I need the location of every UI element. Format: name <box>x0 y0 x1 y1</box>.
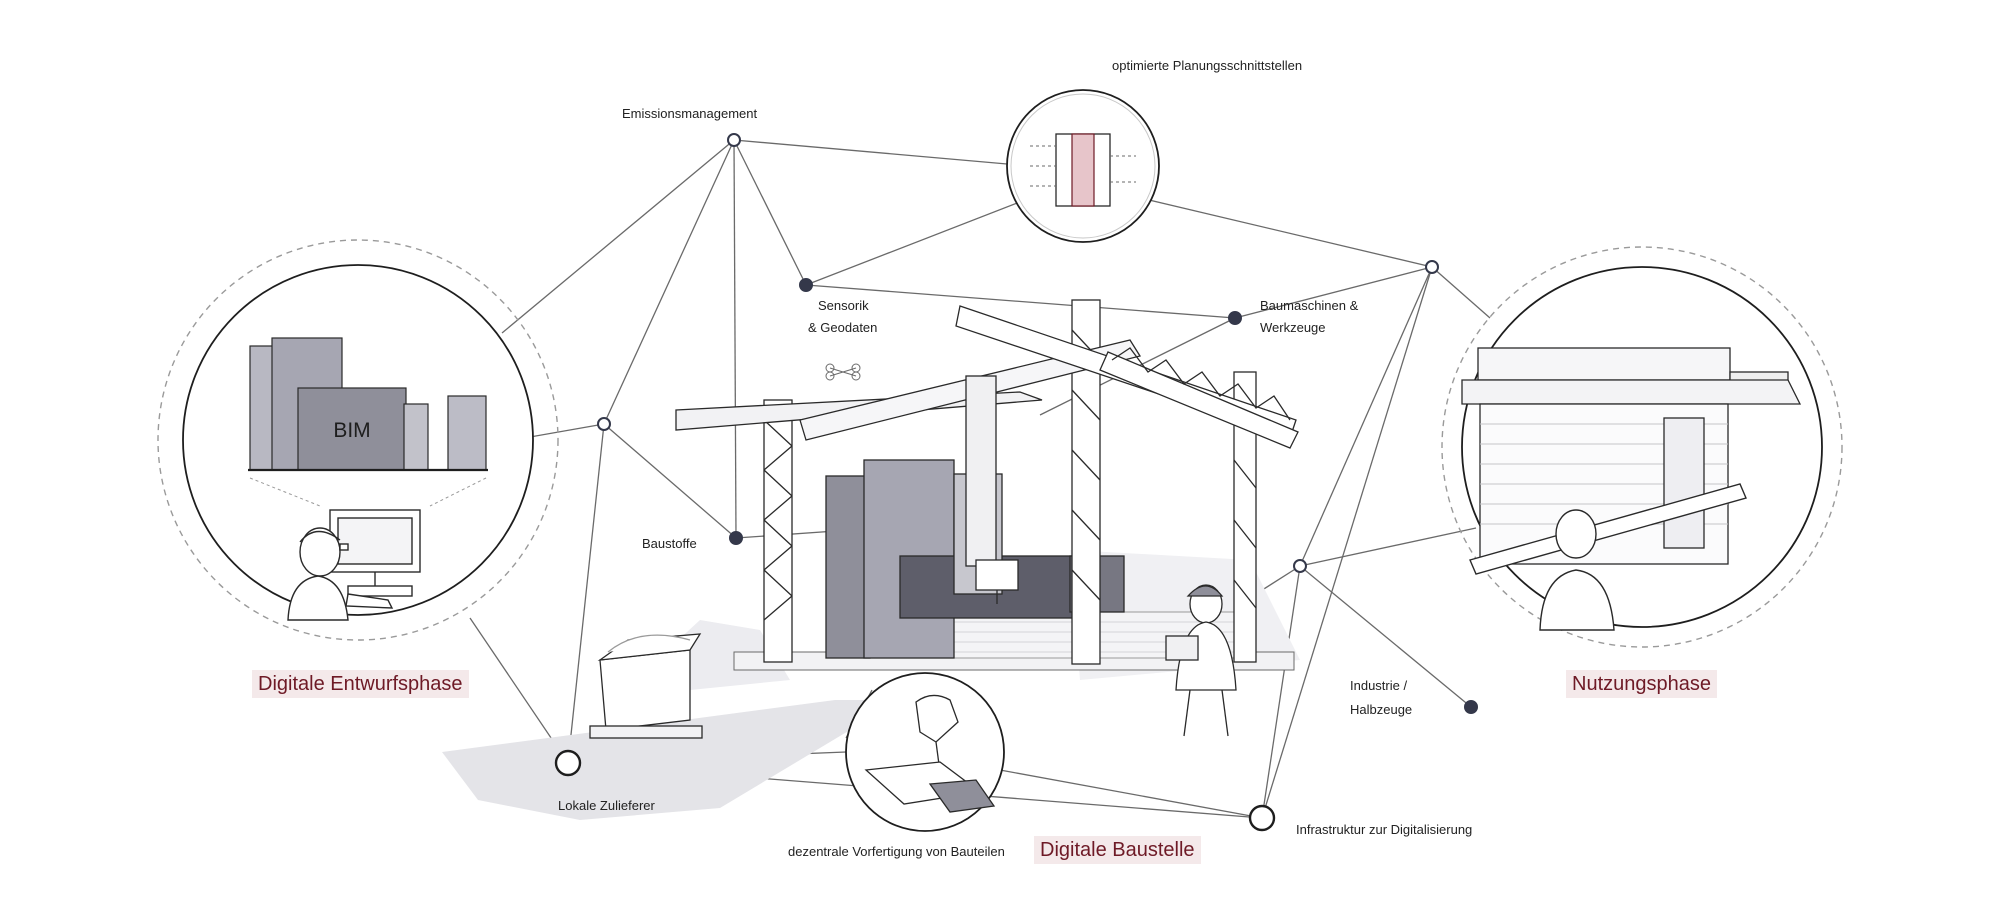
worker-carrying-beam <box>1469 483 1747 631</box>
planning-interface-illustration <box>1006 89 1160 243</box>
label-sensor-line1: Sensorik <box>818 298 869 313</box>
label-sensor-line2: & Geodaten <box>808 320 878 335</box>
label-planning: optimierte Planungsschnittstellen <box>1112 58 1303 73</box>
material-bag <box>589 633 703 739</box>
label-infra: Infrastruktur zur Digitalisierung <box>1296 822 1473 837</box>
designer-at-computer <box>287 509 421 621</box>
label-machines-line1: Baumaschinen & <box>1260 298 1359 313</box>
use-phase-illustration <box>1441 246 1843 648</box>
bim-model: BIM <box>248 337 488 472</box>
node-machines <box>1228 311 1242 325</box>
node-left <box>597 417 611 431</box>
label-materials: Baustoffe <box>642 536 697 551</box>
site-worker <box>1165 584 1237 737</box>
label-industry-line1: Industrie / <box>1350 678 1408 693</box>
node-sensor <box>799 278 813 292</box>
drone-icon <box>825 363 861 381</box>
design-phase-illustration: BIM <box>157 239 559 641</box>
label-prefab: dezentrale Vorfertigung von Bauteilen <box>788 844 1005 859</box>
prefabrication-illustration <box>845 672 1005 832</box>
precast-panels <box>825 459 1125 659</box>
phase-site: Digitale Baustelle <box>1034 836 1201 864</box>
node-center-right <box>1293 559 1307 573</box>
node-emission <box>727 133 741 147</box>
phase-design: Digitale Entwurfsphase <box>252 670 469 698</box>
node-infra <box>1248 804 1276 832</box>
printed-wall <box>899 611 1243 659</box>
node-right-top <box>1425 260 1439 274</box>
phase-use: Nutzungsphase <box>1566 670 1717 698</box>
label-emission: Emissionsmanagement <box>622 106 758 121</box>
construction-site-illustration <box>589 299 1299 739</box>
bim-label: BIM <box>333 419 370 442</box>
label-industry-line2: Halbzeuge <box>1350 702 1413 717</box>
label-suppliers: Lokale Zulieferer <box>558 798 655 813</box>
label-machines-line2: Werkzeuge <box>1260 320 1326 335</box>
node-materials <box>729 531 743 545</box>
network-nodes <box>554 133 1478 832</box>
node-industry <box>1464 700 1478 714</box>
node-suppliers <box>554 749 582 777</box>
gantry-printer <box>675 299 1299 665</box>
